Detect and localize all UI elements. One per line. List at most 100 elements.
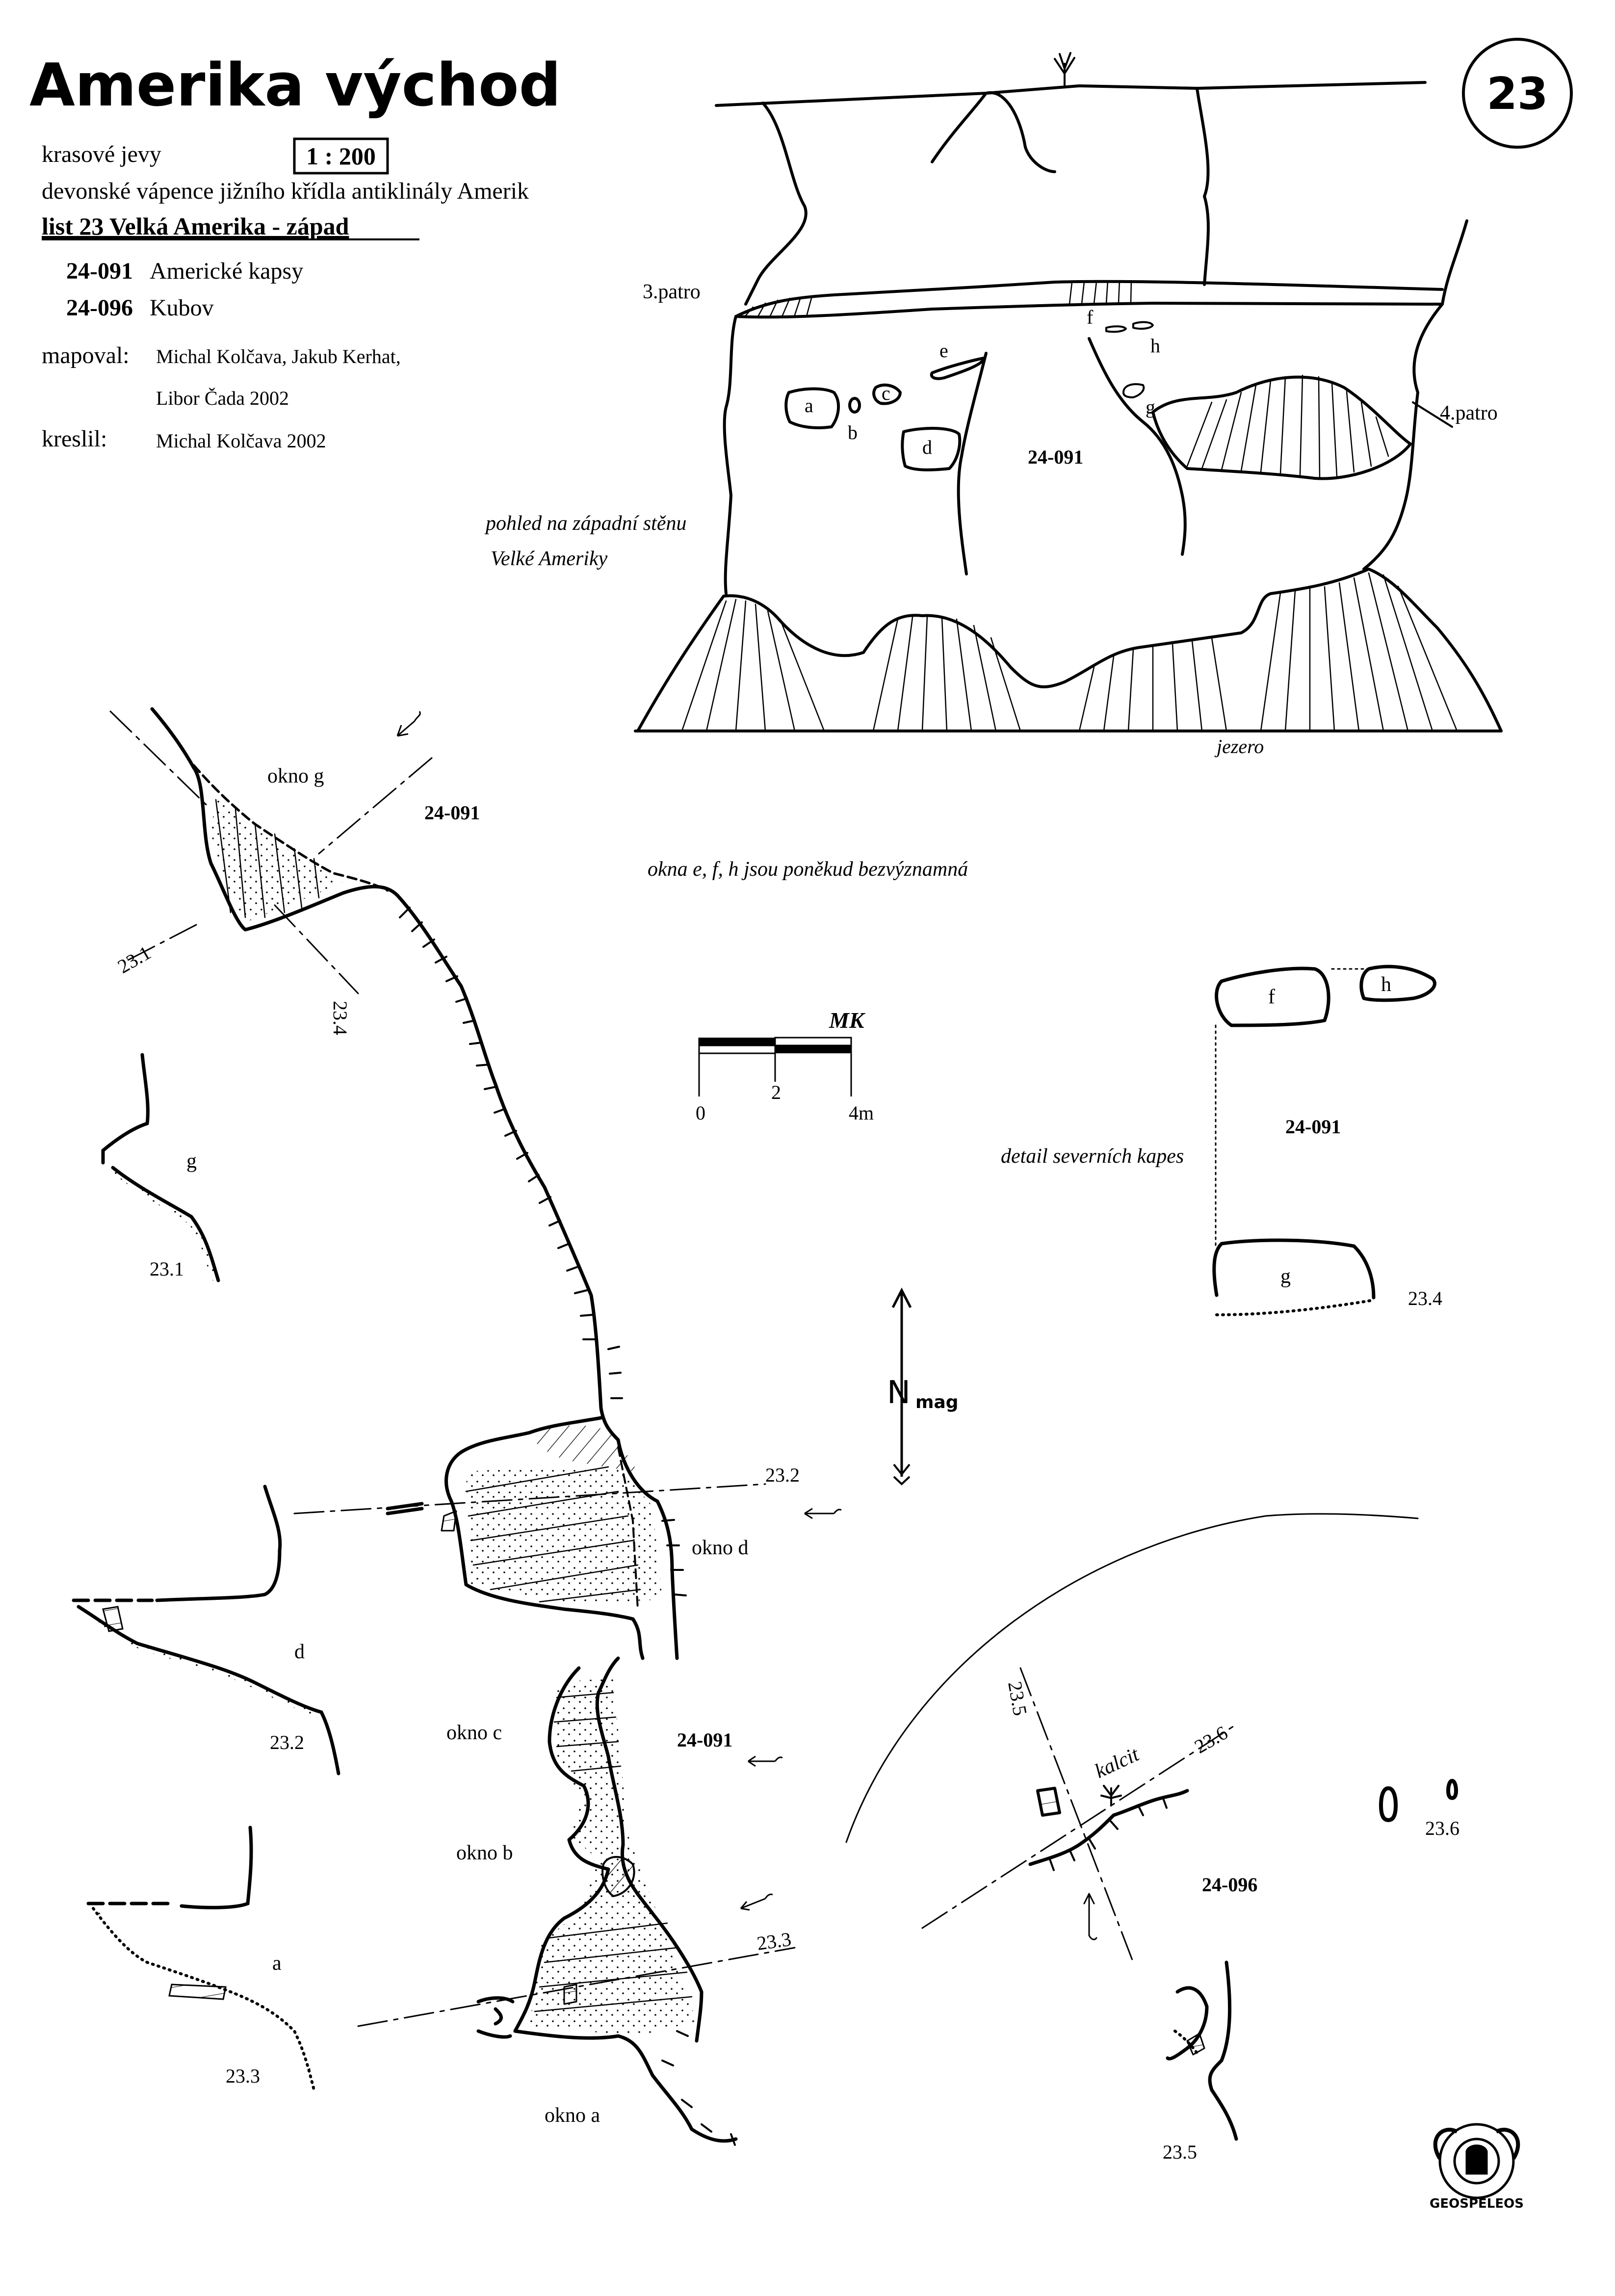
detail-pocket-h bbox=[1359, 965, 1436, 1002]
ledge-3-bottom bbox=[734, 302, 1444, 319]
detail-label-h: h bbox=[1381, 973, 1391, 996]
elev-label-h: h bbox=[1150, 335, 1160, 357]
elev-pocket-h bbox=[1132, 321, 1154, 330]
elevation-site-code: 24-091 bbox=[1028, 446, 1083, 468]
talus-hatching bbox=[681, 572, 1458, 732]
section-d-label: d bbox=[294, 1641, 305, 1663]
section-23-5-flowstone bbox=[1186, 2033, 1205, 2056]
elev-label-e: e bbox=[939, 339, 948, 362]
section-a-wall bbox=[180, 1826, 253, 1909]
kubov-area bbox=[845, 1513, 1458, 2141]
plan-d-dripline bbox=[617, 1446, 639, 1610]
plan-d-floor bbox=[466, 1467, 662, 1604]
geospeleos-logo: GEOSPELEOS bbox=[1430, 2123, 1524, 2211]
elevation-view bbox=[634, 52, 1503, 732]
section-23-5-roof bbox=[1166, 1986, 1209, 2061]
section-a-flowstone bbox=[168, 1983, 227, 2000]
north-letter: N bbox=[887, 1375, 911, 1411]
mapped-by-1: Michal Kolčava, Jakub Kerhat, bbox=[156, 345, 401, 367]
section-23-5-wall bbox=[1208, 1960, 1238, 2141]
plan-g-hatching bbox=[215, 799, 320, 918]
mapped-by-2: Libor Čada 2002 bbox=[156, 387, 289, 409]
section-a-sediment bbox=[93, 1908, 316, 2092]
upper-wall-right bbox=[1441, 219, 1468, 306]
elev-label-c: c bbox=[882, 382, 890, 404]
elev-pocket-b bbox=[848, 397, 861, 414]
map-title: Amerika východ bbox=[29, 52, 561, 120]
section-d-sediment bbox=[78, 1607, 321, 1717]
section-d bbox=[72, 1485, 340, 1775]
plan-site-code-top: 24-091 bbox=[424, 802, 480, 824]
plan-cba-hatching bbox=[534, 1692, 693, 2012]
window-b-label: okno b bbox=[456, 1842, 513, 1864]
detail-pocket-f bbox=[1215, 966, 1330, 1027]
elev-pocket-d bbox=[901, 427, 962, 471]
scale-tick-0: 0 bbox=[696, 1102, 705, 1124]
elev-label-b: b bbox=[848, 421, 858, 444]
window-d-label: okno d bbox=[692, 1537, 749, 1559]
slope-arrows bbox=[396, 711, 842, 1911]
plan-d-ticks bbox=[607, 1346, 687, 1596]
plan-cba-ticks bbox=[661, 2030, 736, 2146]
elev-pocket-a bbox=[784, 387, 840, 429]
plan-d-outline bbox=[444, 1416, 645, 1660]
elev-pocket-e bbox=[930, 357, 985, 380]
window-g-label: okno g bbox=[267, 765, 324, 787]
lake-label: jezero bbox=[1214, 735, 1264, 757]
kubov-section-23-6 bbox=[921, 1723, 1237, 1929]
category: krasové jevy bbox=[42, 141, 161, 167]
section-g bbox=[101, 1053, 220, 1282]
talus-outline bbox=[636, 568, 1503, 732]
shrub-icon bbox=[1054, 52, 1075, 88]
right-wall bbox=[1362, 303, 1444, 571]
upper-crest bbox=[931, 91, 1056, 173]
section-g-id: 23.1 bbox=[150, 1258, 184, 1280]
section-a-floor bbox=[92, 1907, 315, 2091]
north-magnetic: mag bbox=[915, 1392, 959, 1412]
kubov-site-code: 24-096 bbox=[1202, 1874, 1257, 1896]
plan-main-wall-ticks bbox=[399, 907, 596, 1340]
plan-g-outline bbox=[150, 707, 399, 932]
elev-label-g: g bbox=[1146, 396, 1155, 418]
section-g-sediment bbox=[113, 1168, 218, 1280]
kubov-section-23-5 bbox=[1019, 1667, 1134, 1963]
plan-d-entrance bbox=[386, 1502, 424, 1515]
detail-pocket-g-floor bbox=[1215, 1299, 1375, 1316]
plan-d-right-wall bbox=[616, 1438, 679, 1660]
detail-label-g: g bbox=[1280, 1265, 1291, 1288]
detail-site-code: 24-091 bbox=[1285, 1116, 1341, 1138]
scale-tick-4m: 4m bbox=[849, 1102, 874, 1124]
elev-label-a: a bbox=[805, 394, 813, 417]
center-crack bbox=[957, 352, 988, 575]
left-wall bbox=[723, 315, 737, 595]
kubov-boundary-arc bbox=[845, 1513, 1419, 1843]
scale-box bbox=[293, 137, 389, 175]
elev-pocket-c bbox=[872, 383, 902, 405]
plan-sec-23-3: 23.3 bbox=[755, 1928, 793, 1955]
author-signature: MK bbox=[829, 1008, 866, 1033]
plan-g-dripline bbox=[192, 764, 389, 892]
section-23-6-pocket-small bbox=[1446, 1779, 1458, 1800]
section-a bbox=[86, 1826, 316, 2092]
calcite-icon bbox=[1100, 1785, 1122, 1806]
plan-d-flowstone bbox=[441, 1510, 457, 1532]
upper-wall-left bbox=[744, 102, 808, 306]
section-23-6-id: 23.6 bbox=[1425, 1817, 1459, 1839]
drawn-label: kreslil: bbox=[42, 426, 107, 452]
ledge-4 bbox=[1151, 375, 1412, 480]
plan-a-flowstone bbox=[563, 1983, 577, 2005]
level-3-label: 3.patro bbox=[643, 281, 701, 303]
site-code-1: 24-091 bbox=[66, 258, 133, 284]
elev-pocket-f bbox=[1105, 325, 1127, 333]
section-a-id: 23.3 bbox=[226, 2065, 260, 2087]
detail-section-id: 23.4 bbox=[1408, 1287, 1442, 1309]
kubov-slope-arrow bbox=[1083, 1893, 1097, 1940]
level-4-label: 4.patro bbox=[1440, 402, 1498, 424]
ledge-3-hatching bbox=[745, 280, 1132, 317]
kubov-wall-ticks bbox=[1049, 1796, 1168, 1871]
logo-text: GEOSPELEOS bbox=[1430, 2196, 1524, 2211]
elevation-caption-2: Velké Ameriky bbox=[491, 548, 608, 570]
plan-a-entrance bbox=[476, 1996, 515, 2039]
detail-caption: detail severních kapes bbox=[1001, 1145, 1184, 1168]
